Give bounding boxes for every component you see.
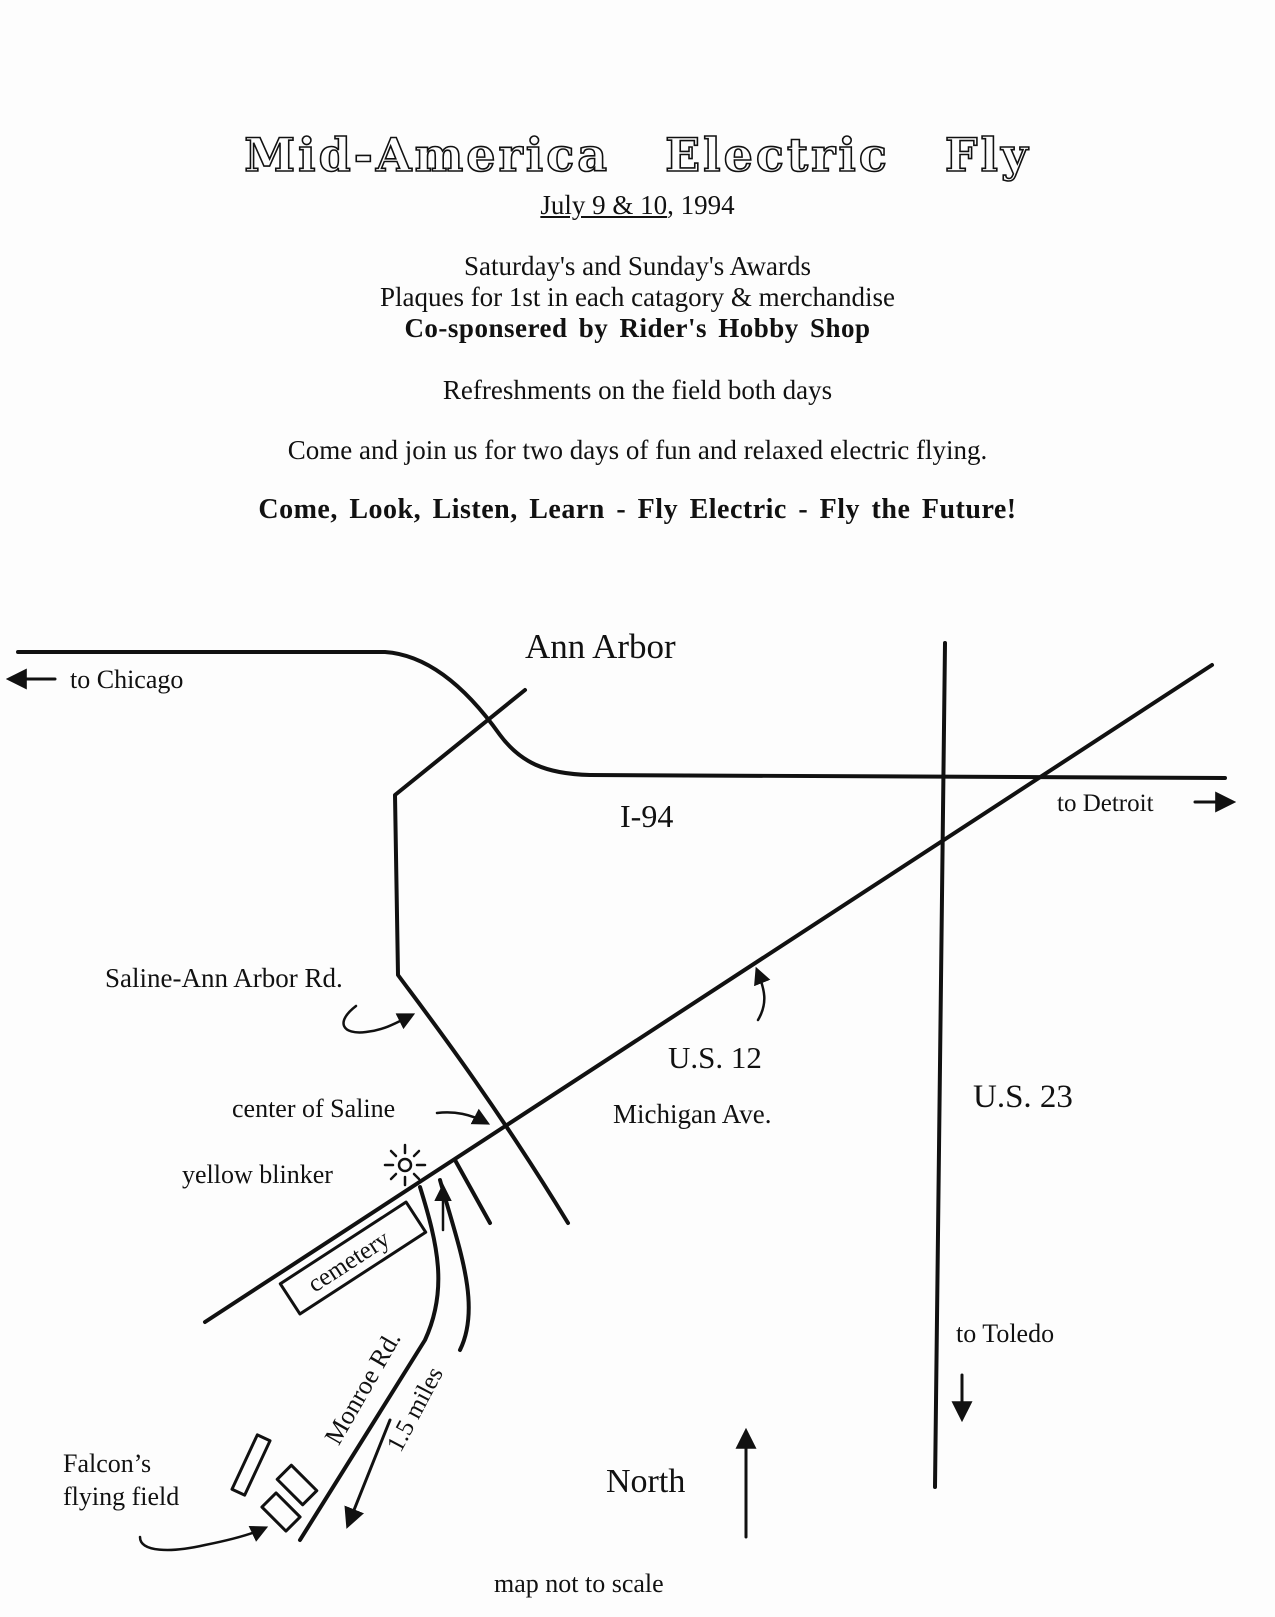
yellow-blinker-icon bbox=[383, 1143, 427, 1187]
label-to-detroit: to Detroit bbox=[1057, 790, 1154, 817]
label-to-chicago: to Chicago bbox=[70, 665, 183, 694]
road-i94 bbox=[16, 650, 1227, 780]
label-north: North bbox=[606, 1463, 685, 1500]
field-pad-1 bbox=[275, 1463, 319, 1507]
event-year: , 1994 bbox=[667, 190, 735, 220]
sponsor-line: Co-sponsered by Rider's Hobby Shop bbox=[404, 313, 871, 343]
arrow-center-saline bbox=[435, 1108, 491, 1125]
event-days: July 9 & 10 bbox=[540, 190, 668, 220]
arrow-us12 bbox=[754, 966, 771, 1022]
label-michigan-ave: Michigan Ave. bbox=[613, 1099, 771, 1129]
arrow-distance bbox=[344, 1418, 392, 1529]
label-falcon-line-2: flying field bbox=[63, 1482, 179, 1511]
label-map-not-to-scale: map not to scale bbox=[494, 1569, 664, 1598]
label-ann-arbor: Ann Arbor bbox=[525, 627, 676, 666]
arrow-falcon bbox=[138, 1525, 269, 1552]
invitation-line: Come and join us for two days of fun and… bbox=[287, 435, 988, 465]
field-runway bbox=[230, 1433, 272, 1497]
label-i94: I-94 bbox=[620, 798, 673, 834]
label-to-toledo: to Toledo bbox=[956, 1319, 1054, 1348]
label-us23: U.S. 23 bbox=[973, 1079, 1073, 1115]
label-distance: 1.5 miles bbox=[382, 1363, 449, 1457]
road-us23 bbox=[933, 641, 947, 1489]
field-pad-2 bbox=[260, 1491, 302, 1533]
road-us12 bbox=[203, 663, 1214, 1324]
road-side-1 bbox=[453, 1158, 492, 1225]
road-monroe-edge bbox=[438, 1178, 471, 1352]
event-date: July 9 & 10, 1994 bbox=[0, 190, 1275, 221]
label-center-of-saline: center of Saline bbox=[232, 1094, 395, 1123]
arrow-saline-rd bbox=[342, 1004, 416, 1034]
slogan-line: Come, Look, Listen, Learn - Fly Electric… bbox=[258, 494, 1017, 525]
label-us12: U.S. 12 bbox=[668, 1040, 762, 1075]
event-title: Mid-America Electric Fly bbox=[243, 127, 1031, 183]
refreshments-line: Refreshments on the field both days bbox=[442, 375, 833, 405]
label-saline-ann-arbor-rd: Saline-Ann Arbor Rd. bbox=[105, 963, 343, 993]
road-monroe bbox=[298, 1185, 441, 1542]
label-yellow-blinker: yellow blinker bbox=[182, 1160, 333, 1189]
awards-line-2: Plaques for 1st in each catagory & merch… bbox=[379, 282, 896, 312]
cemetery-box bbox=[278, 1200, 428, 1316]
awards-line-1: Saturday's and Sunday's Awards bbox=[464, 251, 811, 281]
label-falcon-line-1: Falcon’s bbox=[63, 1449, 151, 1478]
road-saline-ann-arbor bbox=[393, 688, 570, 1225]
